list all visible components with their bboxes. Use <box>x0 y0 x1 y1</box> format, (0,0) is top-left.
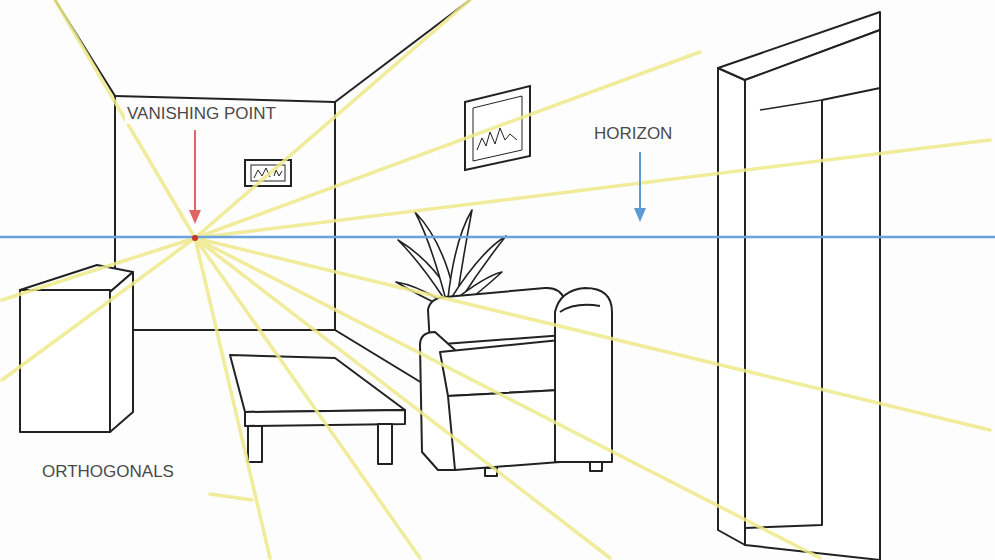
orthogonal <box>195 238 990 430</box>
label-text: HORIZON <box>594 124 672 143</box>
vanishing-point <box>192 235 198 241</box>
orthogonal <box>2 238 195 300</box>
back-wall-corner <box>334 102 336 330</box>
orthogonal <box>2 238 195 380</box>
picture-inner <box>473 96 522 161</box>
door-inner <box>760 100 822 110</box>
annotation-label: VANISHING POINT <box>125 104 278 124</box>
horizon-arrow <box>634 152 646 222</box>
annotation-label: HORIZON <box>592 124 674 144</box>
back-wall-top <box>115 96 335 102</box>
arrow-head <box>189 210 201 224</box>
door-opening <box>745 30 880 560</box>
label-text: VANISHING POINT <box>127 104 276 123</box>
orthogonal <box>195 238 270 558</box>
chair-leg <box>590 462 602 471</box>
door-inner <box>745 88 880 528</box>
orthogonal <box>195 140 990 238</box>
orthogonal-pointer <box>210 494 252 500</box>
label-text: ORTHOGONALS <box>42 462 174 481</box>
arrow-shaft <box>194 130 196 214</box>
doorway <box>718 12 880 560</box>
arrow-head <box>634 208 646 222</box>
annotation-label: ORTHOGONALS <box>40 462 176 482</box>
door-jamb <box>718 68 745 545</box>
vanishing-arrow <box>189 130 201 224</box>
leaf <box>415 212 454 300</box>
horizon-line <box>0 236 995 239</box>
arrow-shaft <box>639 152 641 212</box>
chair-back <box>428 288 565 345</box>
table-top <box>230 355 405 412</box>
arm-detail <box>560 305 600 312</box>
orthogonal <box>195 238 820 558</box>
orthogonal <box>195 52 700 238</box>
back-wall-floor <box>115 329 335 331</box>
orthogonal <box>195 238 610 558</box>
chair-seat <box>440 340 560 396</box>
table-leg <box>248 426 262 462</box>
table-leg <box>378 424 392 464</box>
orthogonal <box>195 238 420 558</box>
chair-base <box>448 390 560 470</box>
